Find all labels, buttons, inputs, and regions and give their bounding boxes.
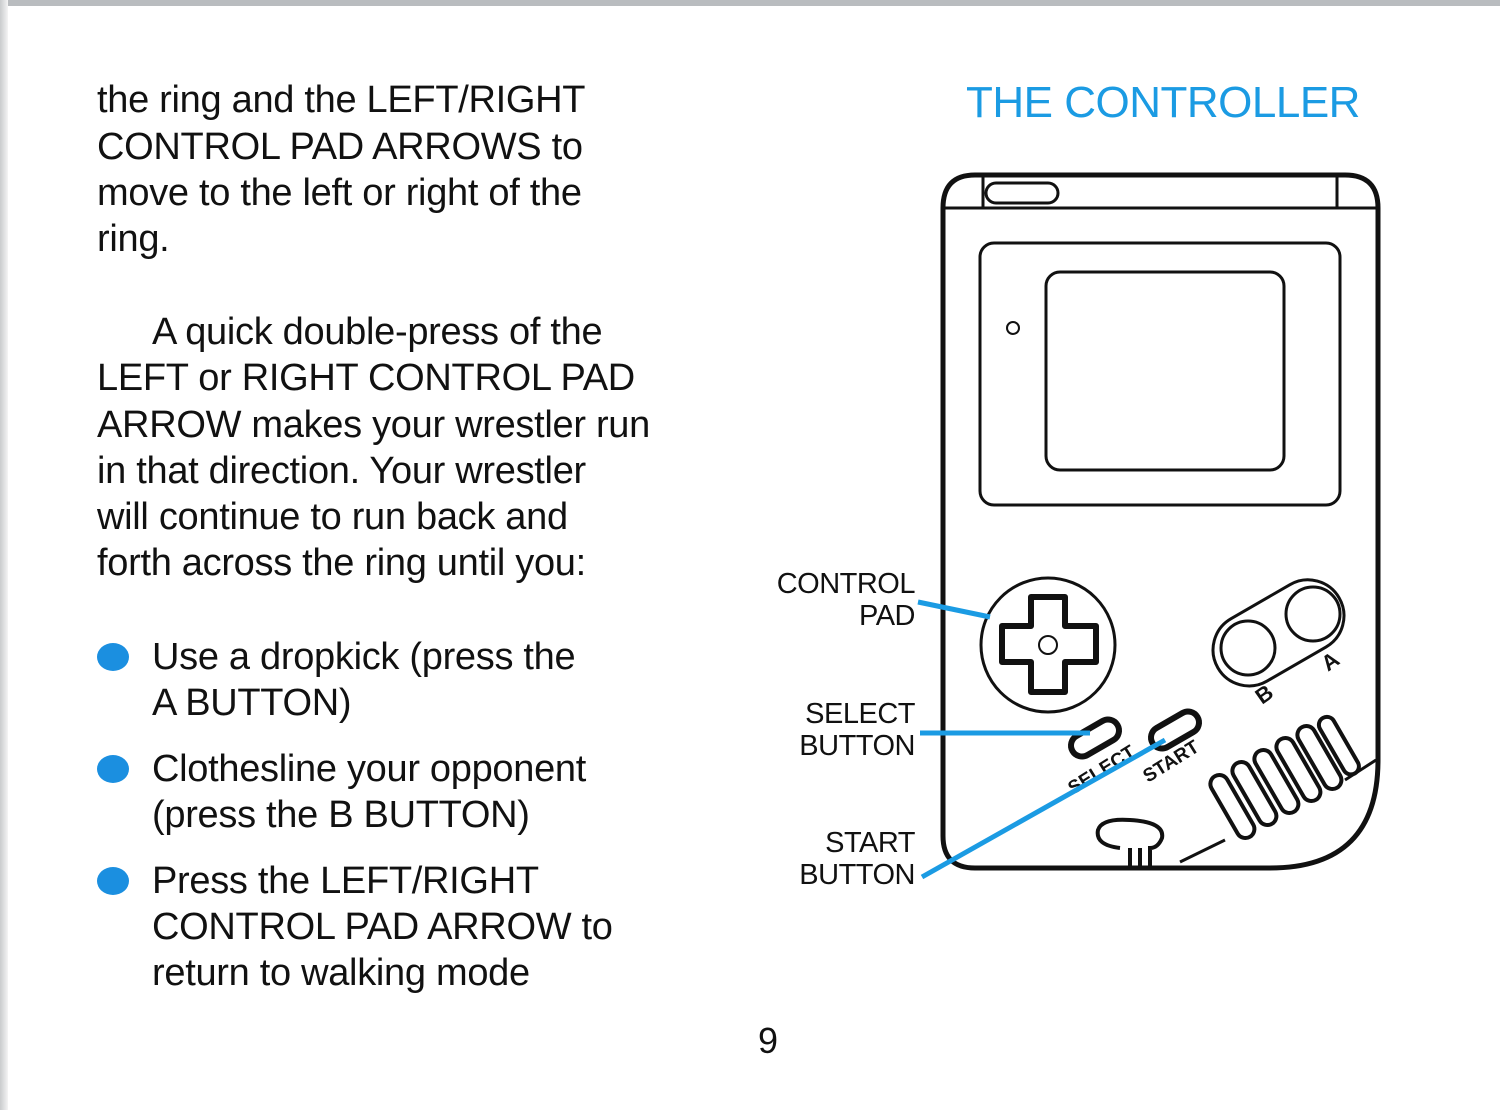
select-button bbox=[1068, 716, 1122, 760]
label-line: CONTROL bbox=[776, 568, 916, 600]
a-button bbox=[1284, 585, 1342, 643]
bullet-dot-icon bbox=[97, 755, 129, 783]
control-pad-label: CONTROL PAD bbox=[776, 568, 916, 632]
speaker-grille bbox=[1208, 714, 1361, 841]
headphone-port bbox=[1095, 817, 1165, 866]
page-number: 9 bbox=[758, 1020, 779, 1061]
b-button bbox=[1219, 619, 1277, 677]
label-line: PAD bbox=[859, 600, 915, 632]
text-line: in that direction. Your wrestler bbox=[97, 450, 586, 492]
label-line: SELECT bbox=[805, 698, 915, 730]
label-line: START bbox=[825, 827, 915, 859]
start-pointer bbox=[920, 737, 1167, 880]
text-line: ARROW makes your wrestler run bbox=[97, 404, 650, 446]
text-line: will continue to run back and bbox=[97, 496, 568, 538]
text-line: CONTROL PAD ARROWS to bbox=[97, 126, 583, 168]
power-led bbox=[1006, 321, 1020, 335]
bullet-text: Press the LEFT/RIGHT bbox=[152, 860, 539, 902]
power-switch bbox=[984, 181, 1060, 205]
scan-edge-top bbox=[0, 0, 1500, 6]
text-line: the ring and the LEFT/RIGHT bbox=[97, 79, 586, 121]
text-line: forth across the ring until you: bbox=[97, 542, 586, 584]
b-label: B bbox=[1251, 680, 1278, 710]
bullet-text: (press the B BUTTON) bbox=[152, 794, 530, 836]
bullet-text: CONTROL PAD ARROW to bbox=[152, 906, 613, 948]
text-line: move to the left or right of the bbox=[97, 172, 582, 214]
ab-housing bbox=[1211, 578, 1346, 688]
dpad-housing bbox=[979, 576, 1117, 714]
bullet-text: return to walking mode bbox=[152, 952, 530, 994]
gameboy-body bbox=[940, 172, 1381, 871]
bullet-text: Use a dropkick (press the bbox=[152, 636, 576, 678]
bullet-text: Clothesline your opponent bbox=[152, 748, 587, 790]
dpad-cross bbox=[999, 594, 1099, 695]
scan-edge-left bbox=[0, 0, 8, 1110]
controller-title: THE CONTROLLER bbox=[966, 78, 1360, 127]
screen-bezel bbox=[978, 241, 1342, 507]
bullet-text: A BUTTON) bbox=[152, 682, 352, 724]
screen bbox=[1044, 270, 1286, 472]
text-line: LEFT or RIGHT CONTROL PAD bbox=[97, 357, 635, 399]
select-button-label: SELECT BUTTON bbox=[799, 698, 915, 762]
bullet-dot-icon bbox=[97, 867, 129, 895]
control-pad-pointer bbox=[917, 599, 991, 620]
text-line: A quick double-press of the bbox=[152, 311, 603, 353]
start-button bbox=[1148, 708, 1202, 752]
text-line: ring. bbox=[97, 218, 170, 260]
label-line: BUTTON bbox=[799, 859, 915, 891]
start-button-label: START BUTTON bbox=[799, 827, 915, 891]
label-line: BUTTON bbox=[799, 730, 915, 762]
bullet-dot-icon bbox=[97, 643, 129, 671]
